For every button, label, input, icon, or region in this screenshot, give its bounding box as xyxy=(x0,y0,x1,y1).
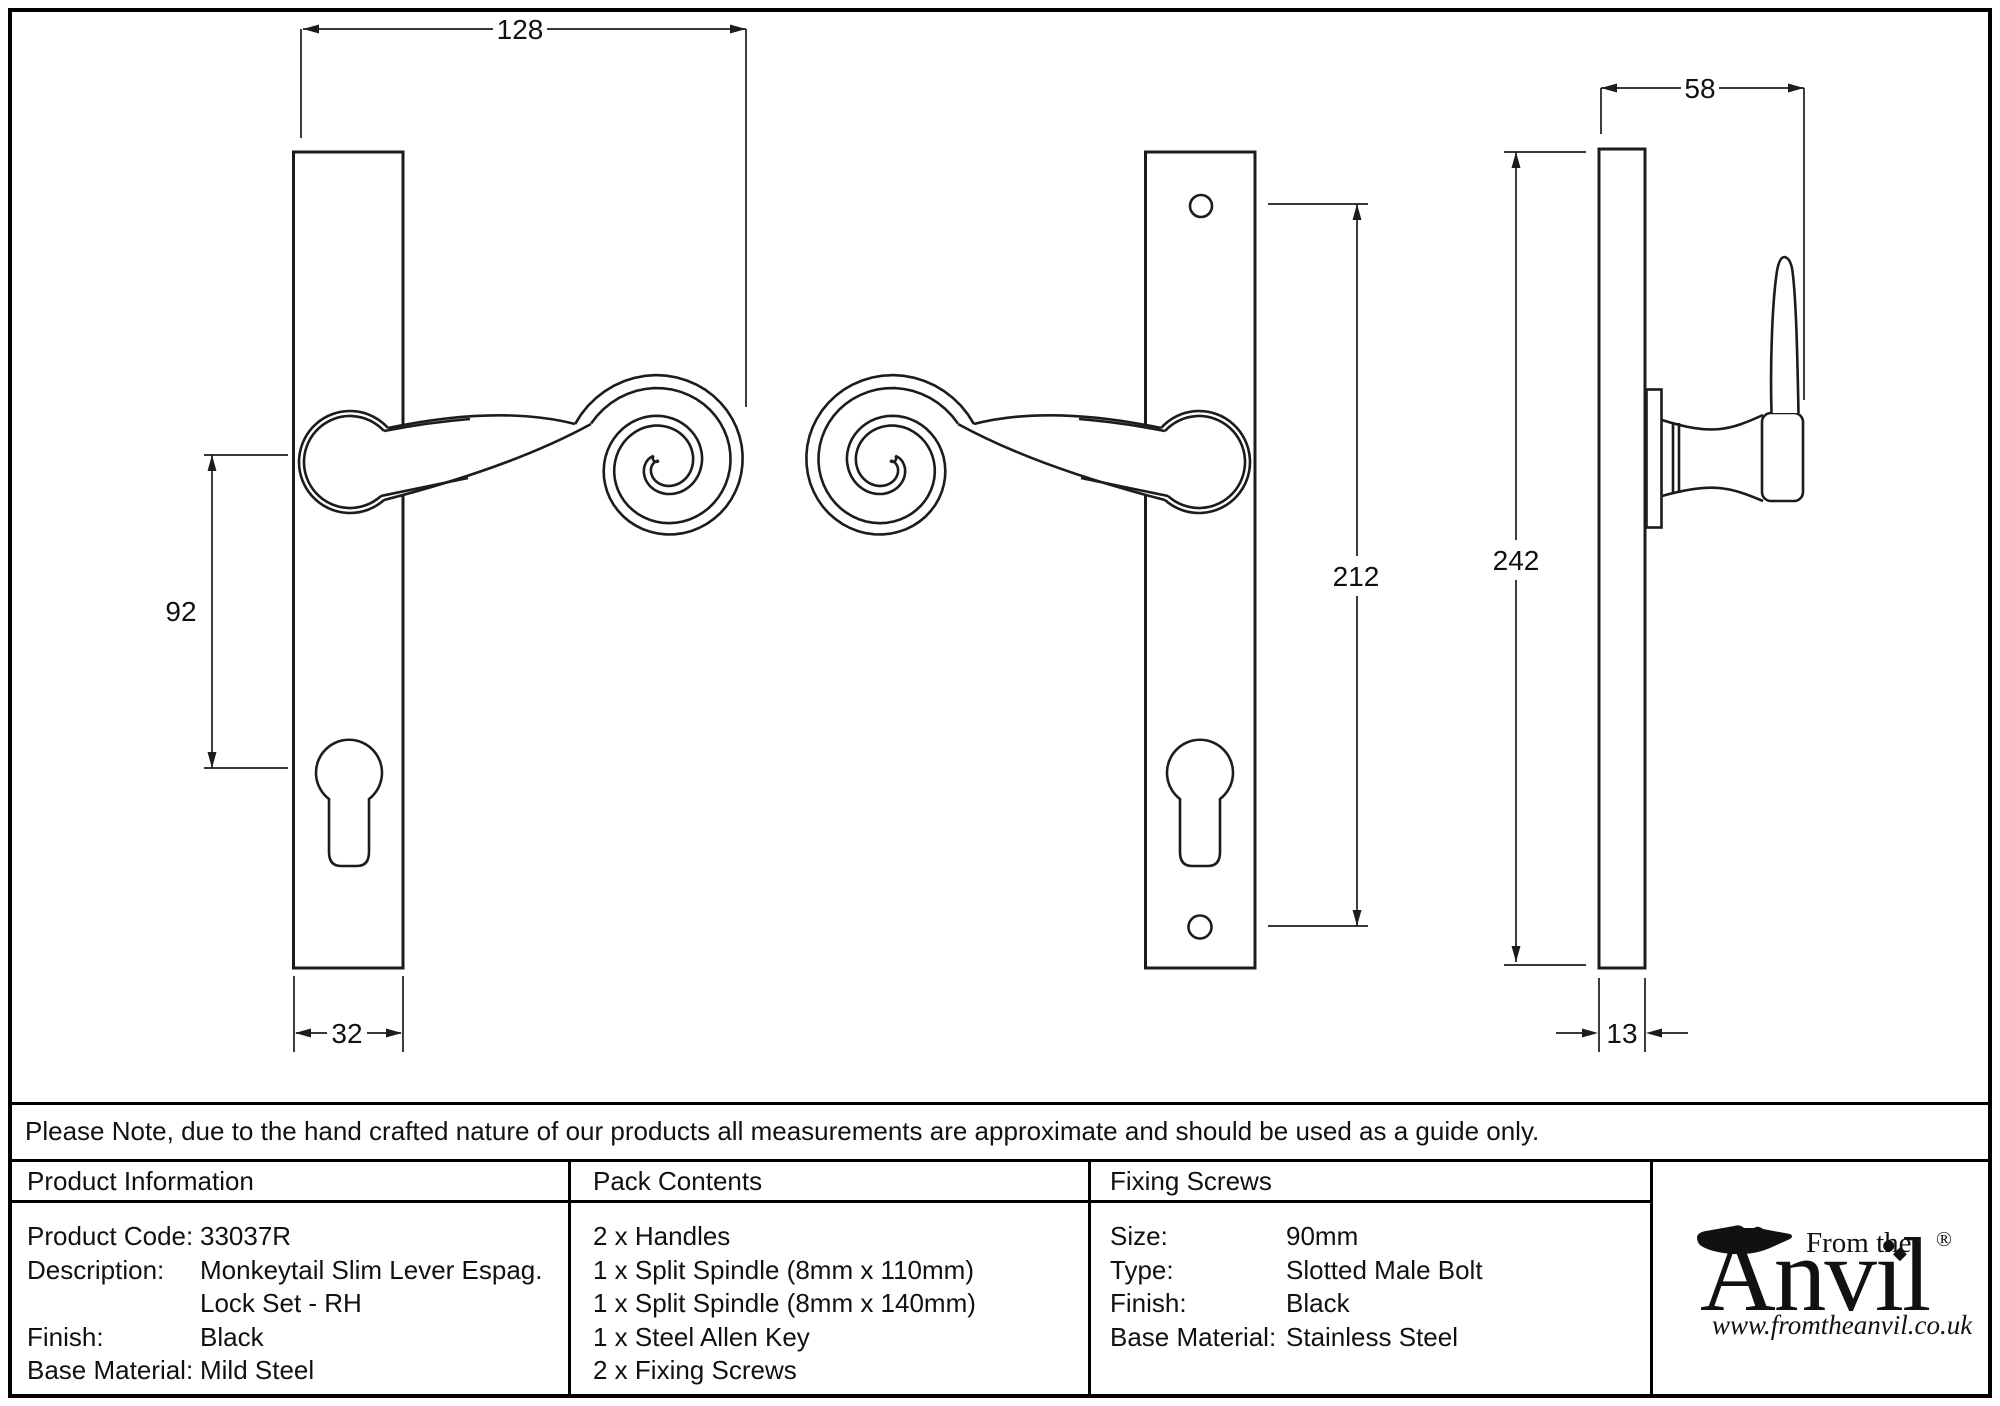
logo-tagline: From the xyxy=(1806,1227,1912,1259)
rose-rim-top xyxy=(383,417,471,433)
dim-128: 128 xyxy=(300,14,747,407)
anvil-icon xyxy=(1697,1225,1792,1254)
logo-diamond-icon: ◆ xyxy=(1893,1243,1907,1263)
dim-58: 58 xyxy=(1600,73,1805,400)
row-label: Description: xyxy=(27,1255,165,1285)
side-rose-flange xyxy=(1645,388,1663,529)
screw-hole-bottom xyxy=(1187,914,1213,940)
header-pack-contents: Pack Contents xyxy=(593,1166,763,1196)
dim-92: 92 xyxy=(165,454,288,769)
list-item: 2 x Fixing Screws xyxy=(593,1355,797,1385)
dim-212: 212 xyxy=(1268,203,1380,927)
lever-top-edge xyxy=(387,413,576,430)
side-lever-blade xyxy=(1769,255,1800,414)
rule-header-bottom xyxy=(8,1200,1652,1203)
rose-outer xyxy=(297,409,389,515)
spiral-inner-edge xyxy=(590,386,732,525)
registered-trademark-symbol: ® xyxy=(1936,1227,1952,1251)
row-label: Type: xyxy=(1110,1255,1174,1285)
dim-label-92: 92 xyxy=(165,596,196,627)
euro-keyhole xyxy=(314,738,384,868)
monkeytail-handle xyxy=(297,373,744,868)
header-product-information: Product Information xyxy=(27,1166,254,1196)
side-collar xyxy=(1671,422,1681,494)
row-value: Monkeytail Slim Lever Espag. xyxy=(200,1255,543,1285)
list-item: 2 x Handles xyxy=(593,1221,731,1251)
row-value: Mild Steel xyxy=(200,1355,315,1385)
dim-32: 32 xyxy=(293,976,404,1052)
dim-label-58: 58 xyxy=(1684,73,1715,104)
side-backplate xyxy=(1597,147,1647,970)
rule-col1-col2 xyxy=(568,1159,571,1398)
side-neck-top xyxy=(1661,413,1764,431)
left-backplate xyxy=(292,150,405,970)
row-label: Finish: xyxy=(27,1322,104,1352)
rule-note-top xyxy=(8,1102,1992,1105)
dim-label-13: 13 xyxy=(1606,1018,1637,1049)
page-border xyxy=(8,8,1992,1398)
list-item: 1 x Split Spindle (8mm x 110mm) xyxy=(593,1255,974,1285)
right-backplate xyxy=(1144,150,1257,970)
dim-label-32: 32 xyxy=(331,1018,362,1049)
row-label: Base Material: xyxy=(27,1355,194,1385)
list-item: 1 x Steel Allen Key xyxy=(593,1322,810,1352)
spiral-tip xyxy=(651,454,660,464)
row-label: Finish: xyxy=(1110,1288,1187,1318)
rule-col2-col3 xyxy=(1088,1159,1091,1398)
row-label: Base Material: xyxy=(1110,1322,1277,1352)
dim-label-212: 212 xyxy=(1333,561,1380,592)
rose-inner xyxy=(302,414,385,510)
row-value: Lock Set - RH xyxy=(200,1288,362,1318)
screw-hole-top xyxy=(1188,193,1214,219)
row-value: Black xyxy=(1286,1288,1350,1318)
row-label: Size: xyxy=(1110,1221,1168,1251)
row-value: Slotted Male Bolt xyxy=(1286,1255,1483,1285)
logo-url: www.fromtheanvil.co.uk xyxy=(1712,1310,1973,1340)
approximation-note: Please Note, due to the hand crafted nat… xyxy=(25,1116,1540,1146)
header-fixing-screws: Fixing Screws xyxy=(1110,1166,1272,1196)
dim-label-242: 242 xyxy=(1493,545,1540,576)
list-item: 1 x Split Spindle (8mm x 140mm) xyxy=(593,1288,976,1318)
side-neck-bottom xyxy=(1661,486,1764,503)
lever-bottom-edge xyxy=(383,422,592,502)
rule-col3-logo xyxy=(1650,1159,1653,1398)
row-label: Product Code: xyxy=(27,1221,194,1251)
dim-13: 13 xyxy=(1556,978,1688,1052)
side-handle xyxy=(1645,255,1805,529)
dim-242: 242 xyxy=(1493,151,1586,966)
rule-header-top xyxy=(8,1159,1992,1162)
spiral-outer-edge xyxy=(573,373,744,536)
rose-rim-bottom xyxy=(380,476,469,498)
dim-label-128: 128 xyxy=(497,14,544,45)
row-value: 90mm xyxy=(1286,1221,1359,1251)
row-value: 33037R xyxy=(200,1221,292,1251)
row-value: Stainless Steel xyxy=(1286,1322,1458,1352)
row-value: Black xyxy=(200,1322,264,1352)
